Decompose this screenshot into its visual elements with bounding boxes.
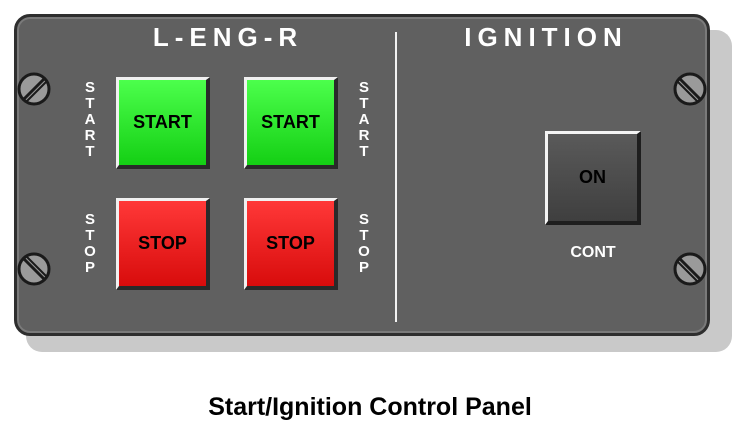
screw-icon	[673, 72, 707, 106]
right-engine-start-button[interactable]: START	[244, 77, 338, 169]
right-engine-stop-button[interactable]: STOP	[244, 198, 338, 290]
figure-caption: Start/Ignition Control Panel	[208, 393, 532, 421]
screw-icon	[17, 72, 51, 106]
section-divider	[395, 32, 397, 322]
left-engine-stop-button[interactable]: STOP	[116, 198, 210, 290]
section-title-engine: L-ENG-R	[152, 22, 304, 52]
left-start-label: START	[84, 79, 96, 160]
left-stop-label: STOP	[84, 211, 96, 276]
ignition-on-button[interactable]: ON	[545, 131, 641, 225]
left-engine-start-button[interactable]: START	[116, 77, 210, 169]
right-stop-label: STOP	[358, 211, 370, 276]
screw-icon	[17, 252, 51, 286]
section-title-ignition: IGNITION	[464, 22, 628, 52]
right-start-label: START	[358, 79, 370, 160]
ignition-cont-label: CONT	[570, 244, 616, 261]
screw-icon	[673, 252, 707, 286]
